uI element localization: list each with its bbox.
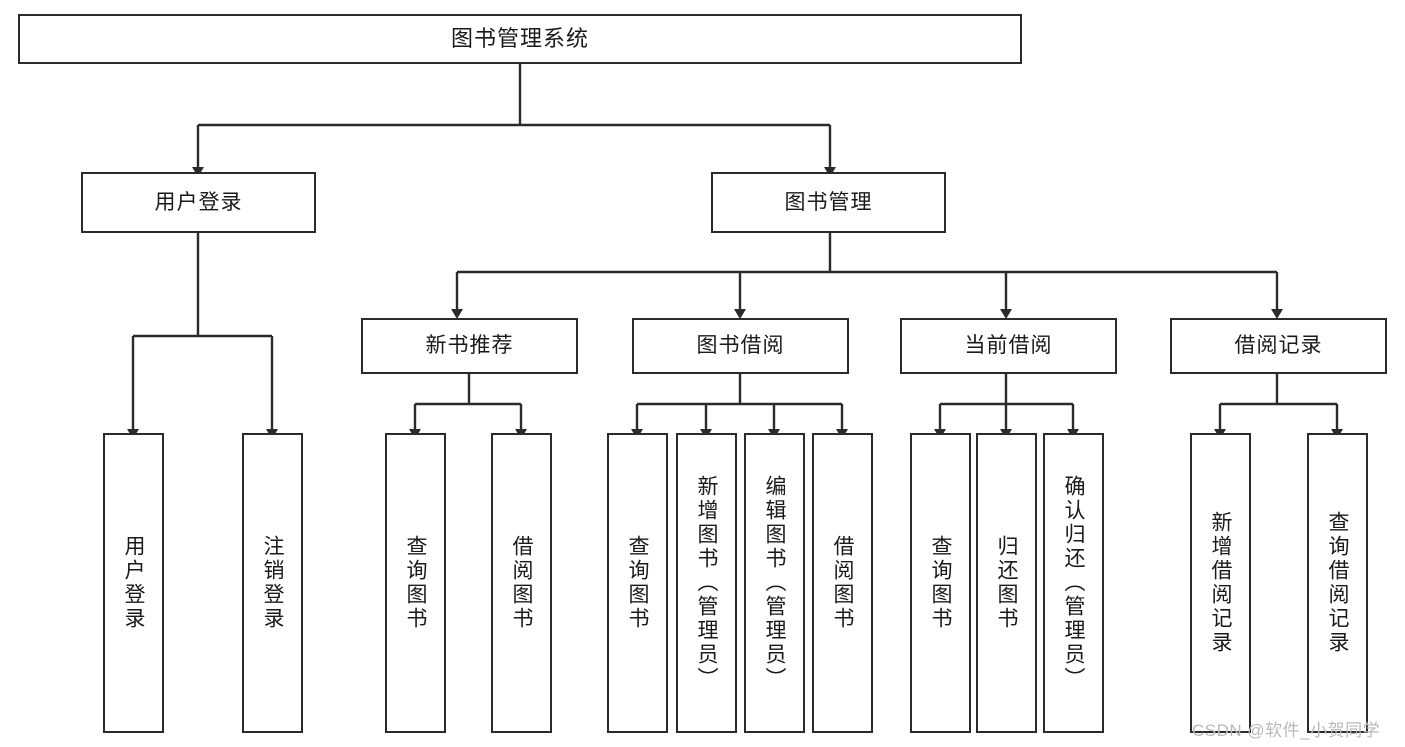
leaf-add-book-admin[interactable]: 新增图书（管理员） [676,433,737,733]
node-book-management[interactable]: 图书管理 [711,172,946,233]
node-label: 查询图书 [626,535,650,631]
node-label: 用户登录 [122,535,146,631]
node-label: 注销登录 [261,535,285,631]
node-label: 查询图书 [404,535,428,631]
node-label: 借阅图书 [510,535,534,631]
node-user-login[interactable]: 用户登录 [81,172,316,233]
csdn-watermark: CSDN @软件_小贺同学 [1192,721,1381,740]
node-label: 图书借阅 [696,334,785,358]
node-label: 新增图书（管理员） [695,475,719,691]
leaf-confirm-return-admin[interactable]: 确认归还（管理员） [1043,433,1104,733]
node-borrow-record[interactable]: 借阅记录 [1170,318,1387,374]
leaf-logout[interactable]: 注销登录 [242,433,303,733]
node-label: 确认归还（管理员） [1062,475,1086,691]
node-current-borrow[interactable]: 当前借阅 [900,318,1117,374]
leaf-return-book[interactable]: 归还图书 [976,433,1037,733]
node-label: 图书管理系统 [450,25,589,51]
leaf-user-login[interactable]: 用户登录 [103,433,164,733]
node-label: 借阅记录 [1234,334,1323,358]
node-book-borrow[interactable]: 图书借阅 [632,318,849,374]
node-label: 归还图书 [995,535,1019,631]
leaf-borrow-book-recommend[interactable]: 借阅图书 [491,433,552,733]
leaf-query-book-current[interactable]: 查询图书 [910,433,971,733]
node-root-library-system[interactable]: 图书管理系统 [18,14,1022,64]
node-label: 新增借阅记录 [1209,511,1233,655]
node-label: 查询借阅记录 [1326,511,1350,655]
node-label: 图书管理 [784,190,873,214]
node-label: 查询图书 [929,535,953,631]
node-label: 新书推荐 [425,334,514,358]
leaf-query-book-recommend[interactable]: 查询图书 [385,433,446,733]
leaf-borrow-book[interactable]: 借阅图书 [812,433,873,733]
leaf-edit-book-admin[interactable]: 编辑图书（管理员） [744,433,805,733]
node-label: 当前借阅 [964,334,1053,358]
leaf-query-book-borrow[interactable]: 查询图书 [607,433,668,733]
node-label: 编辑图书（管理员） [763,475,787,691]
leaf-query-borrow-record[interactable]: 查询借阅记录 [1307,433,1368,733]
node-new-book-recommend[interactable]: 新书推荐 [361,318,578,374]
leaf-add-borrow-record[interactable]: 新增借阅记录 [1190,433,1251,733]
node-label: 借阅图书 [831,535,855,631]
node-label: 用户登录 [154,190,243,214]
